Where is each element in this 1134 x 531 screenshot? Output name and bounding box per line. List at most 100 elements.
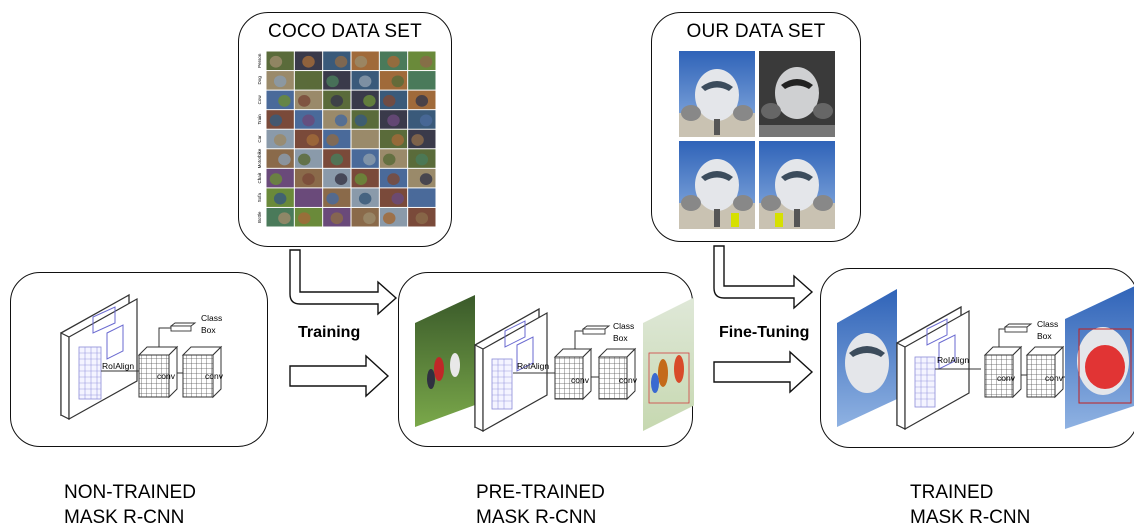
coco-thumbnail-object <box>383 95 396 107</box>
coco-thumbnail-object <box>269 173 283 185</box>
coco-thumbnail-object <box>278 95 291 107</box>
coco-thumbnail-object <box>363 95 376 107</box>
fc-head <box>1003 323 1033 333</box>
conv-block <box>597 347 637 401</box>
coco-thumbnail-object <box>269 114 283 127</box>
class-label: Class <box>1037 319 1058 329</box>
conv-label: conv <box>205 371 224 381</box>
conv-label: conv <box>619 375 638 385</box>
non-trained-caption: NON-TRAINED MASK R-CNN <box>64 480 196 530</box>
conv-label: conv <box>157 371 176 381</box>
coco-dataset-title: COCO DATA SET <box>268 21 422 42</box>
coco-thumbnail-object <box>387 55 400 68</box>
conv-block <box>983 345 1023 399</box>
our-dataset-title: OUR DATA SET <box>686 21 826 42</box>
coco-thumbnail-object <box>278 212 291 225</box>
coco-thumbnail-object <box>302 55 315 68</box>
segmented-aircraft-output <box>1065 286 1134 429</box>
conv-block <box>1025 345 1065 399</box>
coco-thumbnail-object <box>302 173 315 185</box>
coco-thumbnail-object <box>391 134 404 146</box>
coco-thumbnail-object <box>383 212 396 225</box>
caption-line: MASK R-CNN <box>476 507 597 528</box>
training-arrow <box>289 354 390 398</box>
trained-panel: RoIAlign conv conv Class Box <box>820 268 1134 448</box>
coco-thumbnail-object <box>354 114 368 127</box>
fc-head <box>581 325 611 335</box>
our-dataset-images <box>679 51 835 229</box>
conv-block <box>181 345 223 399</box>
mask-rcnn-network-diagram: RoIAlign conv conv Class Box <box>837 286 1134 431</box>
coco-thumbnail-object <box>354 55 368 68</box>
feature-map <box>474 307 548 433</box>
non-trained-panel: RoIAlign conv conv Class Box <box>10 272 268 447</box>
aircraft-image <box>759 51 835 137</box>
coco-row-label: Motorbike <box>257 148 262 168</box>
class-label: Class <box>201 313 222 323</box>
coco-row-label: Dog <box>257 76 262 85</box>
coco-row-label: Car <box>257 135 262 143</box>
coco-thumbnail-object <box>326 192 339 205</box>
coco-row-label: Person <box>257 53 262 68</box>
ourdata-to-trained-arrow <box>713 245 814 310</box>
coco-thumbnail-object <box>411 134 424 146</box>
coco-thumbnail-object <box>358 134 372 146</box>
coco-thumbnail-object <box>330 95 344 107</box>
box-label: Box <box>201 325 216 335</box>
coco-thumbnail-object <box>363 212 376 225</box>
feature-map <box>896 305 970 431</box>
coco-image-grid: PersonDogCowTrainCarMotorbikeChairSofaBo… <box>257 51 436 227</box>
coco-thumbnail-object <box>278 153 291 166</box>
coco-thumbnail-object <box>391 75 404 88</box>
training-label: Training <box>298 324 361 341</box>
coco-thumbnail-object <box>387 173 400 185</box>
fine-tuning-label: Fine-Tuning <box>719 324 810 341</box>
coco-row-label: Sofa <box>257 193 262 203</box>
coco-thumbnail-object <box>330 153 344 166</box>
coco-to-pretrained-arrow <box>289 249 398 316</box>
coco-row-label: Cow <box>257 95 262 105</box>
fine-tuning-arrow <box>713 350 814 394</box>
conv-block <box>553 347 593 401</box>
caption-line: NON-TRAINED <box>64 482 196 503</box>
coco-thumbnail-object <box>273 134 287 146</box>
coco-thumbnail-object <box>273 192 287 205</box>
feature-map <box>60 293 138 421</box>
coco-thumbnail-object <box>306 75 319 88</box>
conv-label: conv <box>571 375 590 385</box>
coco-thumbnail-object <box>334 114 348 127</box>
coco-thumbnail-object <box>298 153 311 166</box>
box-label: Box <box>1037 331 1052 341</box>
coco-thumbnail-object <box>334 55 348 68</box>
coco-thumbnail-object <box>298 95 311 107</box>
coco-thumbnail-object <box>334 173 348 185</box>
segmented-output-image <box>643 297 694 431</box>
coco-thumbnail-object <box>302 114 315 127</box>
coco-thumbnail-object <box>415 95 429 107</box>
coco-row-label: Train <box>257 114 262 125</box>
coco-thumbnail-object <box>415 212 429 225</box>
coco-thumbnail-object <box>358 75 372 88</box>
coco-thumbnail-object <box>387 114 400 127</box>
coco-thumbnail-object <box>419 114 433 127</box>
fc-head <box>169 322 197 332</box>
coco-thumbnail-object <box>415 153 429 166</box>
class-label: Class <box>613 321 634 331</box>
coco-thumbnail-object <box>306 192 319 205</box>
aircraft-image <box>759 141 835 229</box>
coco-thumbnail-object <box>411 75 424 88</box>
caption-line: MASK R-CNN <box>64 507 185 528</box>
pre-trained-caption: PRE-TRAINED MASK R-CNN <box>476 480 605 530</box>
caption-line: TRAINED <box>910 482 994 503</box>
coco-thumbnail-object <box>363 153 376 166</box>
coco-thumbnail-object <box>269 55 283 68</box>
aircraft-image <box>679 141 755 229</box>
coco-thumbnail-object <box>354 173 368 185</box>
coco-thumbnail-object <box>411 192 424 205</box>
coco-thumbnail-object <box>326 75 339 88</box>
coco-row-label: Chair <box>257 172 262 183</box>
caption-line: MASK R-CNN <box>910 507 1031 528</box>
caption-line: PRE-TRAINED <box>476 482 605 503</box>
coco-thumbnail-object <box>419 55 433 68</box>
